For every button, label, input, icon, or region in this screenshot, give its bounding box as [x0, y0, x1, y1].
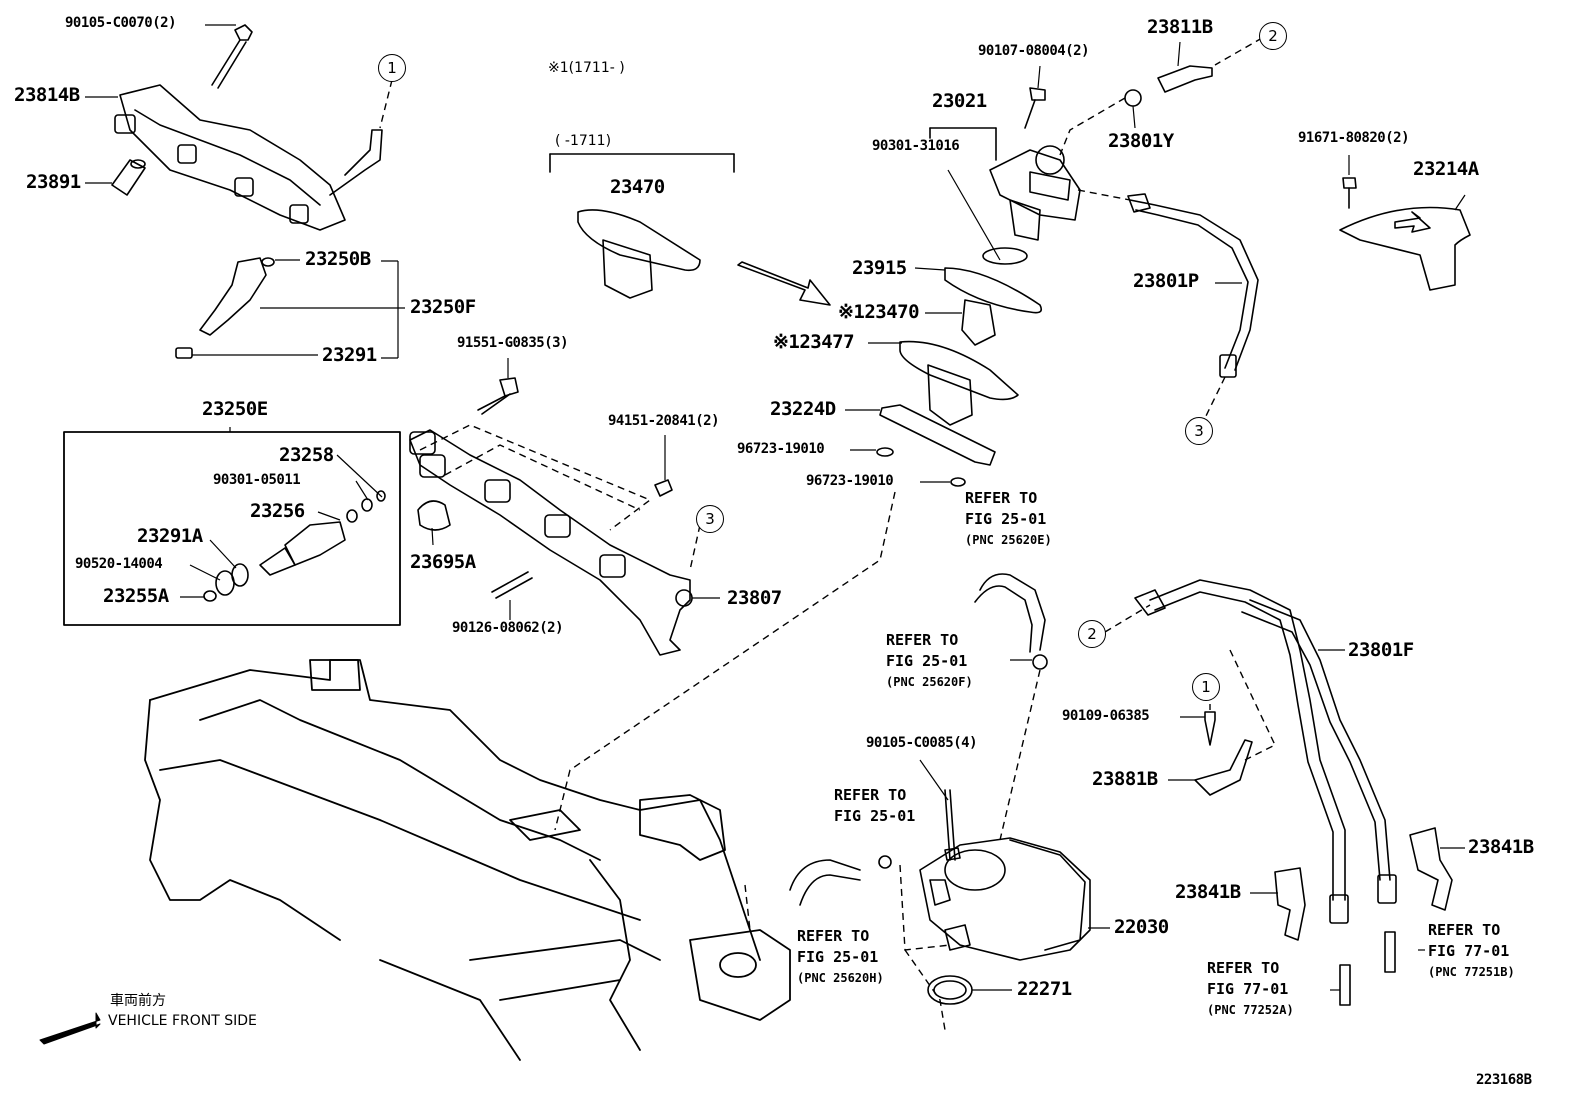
label-90105-c0085: 90105-C0085(4) — [866, 735, 978, 751]
callout-2-pipe: 2 — [1078, 620, 1106, 648]
label-23291a: 23291A — [137, 525, 203, 547]
label-22271: 22271 — [1017, 978, 1072, 1000]
nut-23801y — [1124, 89, 1142, 107]
fuel-pump-23021 — [929, 127, 1081, 265]
label-90107: 90107-08004(2) — [978, 43, 1090, 59]
label-91551: 91551-G0835(3) — [457, 335, 569, 351]
throttle-body-22030 — [919, 837, 1091, 961]
label-23470: 23470 — [610, 176, 665, 198]
hint-arrow-front — [39, 1012, 101, 1045]
figure-id: 223168B — [1476, 1072, 1532, 1088]
stud-90126 — [491, 571, 533, 599]
label-23891: 23891 — [26, 171, 81, 193]
callout-1-pipe: 1 — [1192, 673, 1220, 701]
pipe-stubs — [1339, 931, 1396, 1006]
bracket-23881b — [1194, 739, 1253, 796]
label-23291: 23291 — [322, 344, 377, 366]
label-23224d: 23224D — [770, 398, 836, 420]
label-23255a: 23255A — [103, 585, 169, 607]
label-23814b: 23814B — [14, 84, 80, 106]
bracket-23214a — [1339, 206, 1471, 291]
bolt-91671 — [1342, 177, 1357, 209]
label-23021: 23021 — [932, 90, 987, 112]
fuel-delivery-pipe-23814b — [114, 84, 383, 231]
label-23915: 23915 — [852, 257, 907, 279]
label-23841b-right: 23841B — [1468, 836, 1534, 858]
label-23250e: 23250E — [202, 398, 268, 420]
bolt-90109 — [1204, 711, 1216, 746]
connector-23841b-left — [1274, 867, 1306, 941]
label-23470-new: ※123470 — [838, 301, 920, 323]
label-90109: 90109-06385 — [1062, 708, 1150, 724]
front-side-en: VEHICLE FRONT SIDE — [108, 1013, 257, 1029]
fuel-pipe-23801p — [1127, 193, 1259, 378]
label-90126: 90126-08062(2) — [452, 620, 564, 636]
label-23258: 23258 — [279, 444, 334, 466]
label-23477: ※123477 — [773, 331, 855, 353]
gasket-22271 — [927, 975, 973, 1005]
callout-1-top: 1 — [378, 54, 406, 82]
note-date-to: ( -1711) — [555, 133, 612, 149]
gasket-23915 — [944, 267, 1043, 314]
fuel-rail — [409, 429, 693, 656]
label-91671: 91671-80820(2) — [1298, 130, 1410, 146]
label-22030: 22030 — [1114, 916, 1169, 938]
label-23881b: 23881B — [1092, 768, 1158, 790]
connector-23841b-right — [1409, 827, 1453, 911]
collar-23891 — [111, 159, 146, 196]
union-23811b — [1157, 65, 1213, 93]
pump-bracket-23477 — [899, 340, 1019, 426]
label-23811b: 23811B — [1147, 16, 1213, 38]
label-23250b: 23250B — [305, 248, 371, 270]
label-23256: 23256 — [250, 500, 305, 522]
bolt-90105-c0085 — [944, 789, 961, 861]
box-23250e — [63, 431, 401, 626]
pump-bracket-23470 — [577, 209, 701, 299]
injector-23250f — [175, 257, 275, 359]
label-23250f: 23250F — [410, 296, 476, 318]
bolt-90107 — [1024, 87, 1046, 129]
note-date-from: ※1(1711- ) — [548, 60, 625, 76]
label-23841b-left: 23841B — [1175, 881, 1241, 903]
pump-23470-new — [961, 299, 996, 346]
callout-3-right: 3 — [1185, 417, 1213, 445]
label-90301-05011: 90301-05011 — [213, 472, 301, 488]
label-96723-a: 96723-19010 — [737, 441, 825, 457]
label-23801p: 23801P — [1133, 270, 1199, 292]
callout-2-top: 2 — [1259, 22, 1287, 50]
label-94151: 94151-20841(2) — [608, 413, 720, 429]
label-90105-c0070: 90105-C0070(2) — [65, 15, 177, 31]
label-23695a: 23695A — [410, 551, 476, 573]
insulator-23224d — [879, 404, 996, 466]
clamp-23695a — [417, 500, 451, 531]
engine-block-outline — [144, 659, 791, 1061]
label-90520: 90520-14004 — [75, 556, 163, 572]
dashed-lines — [379, 37, 1276, 1031]
label-23801f: 23801F — [1348, 639, 1414, 661]
leader-lines — [85, 24, 1466, 991]
label-96723-b: 96723-19010 — [806, 473, 894, 489]
bolt-90105-c0070 — [211, 24, 253, 89]
label-23214a: 23214A — [1413, 158, 1479, 180]
front-side-jp: 車両前方 — [110, 993, 166, 1009]
label-23807: 23807 — [727, 587, 782, 609]
label-90301-31016: 90301-31016 — [872, 138, 960, 154]
label-23801y: 23801Y — [1108, 130, 1174, 152]
o-ring-96723 — [876, 447, 966, 487]
callout-3-rail: 3 — [696, 505, 724, 533]
fuel-pipe-23801f — [1134, 579, 1397, 924]
bolt-91551 — [477, 377, 519, 415]
hoses — [789, 573, 1048, 906]
nut-94151 — [654, 479, 673, 497]
arrow-new — [737, 261, 831, 306]
